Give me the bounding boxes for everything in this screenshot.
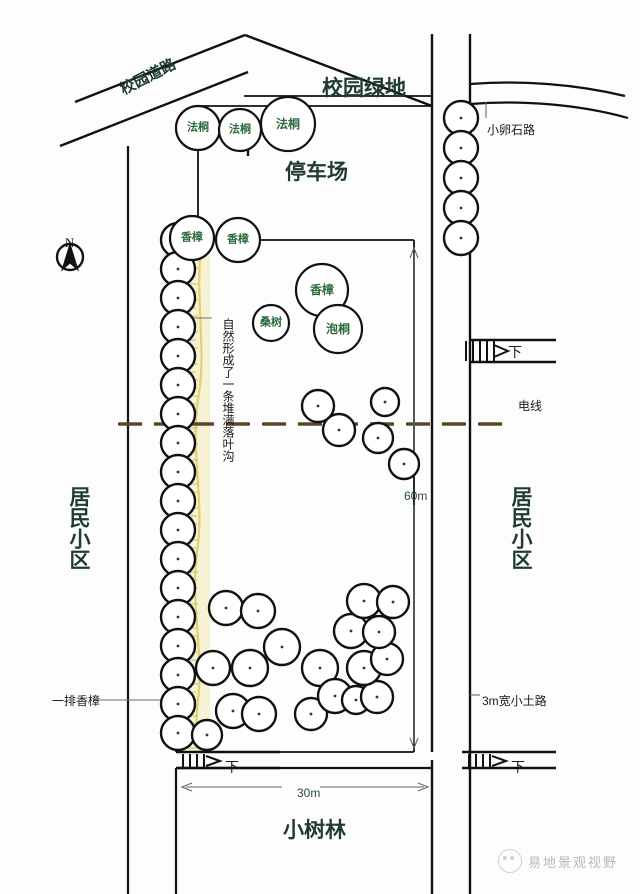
tree-center-dot — [459, 146, 463, 150]
annotation-leaf-ditch-note: 自然形成了一条堆满落叶沟 — [221, 318, 235, 462]
tree-center-dot — [176, 470, 180, 474]
site-label-small-woods: 小树林 — [283, 819, 346, 842]
tree-center-dot — [337, 428, 341, 432]
tree-center-dot — [176, 528, 180, 532]
tree-center-dot — [376, 436, 380, 440]
dimension-60m — [409, 246, 419, 750]
stair-direction-stair-bottom-left: 下 — [225, 759, 239, 775]
tree-center-dot — [211, 666, 215, 670]
stair-direction-stair-right-upper: 下 — [508, 344, 522, 360]
tree-label-platanus-1: 法桐 — [187, 121, 209, 134]
annotation-cobblestone-path: 小卵石路 — [487, 123, 536, 137]
site-label-residential-left: 居民小区 — [67, 486, 90, 570]
tree-center-dot — [176, 441, 180, 445]
tree-center-dot — [257, 712, 261, 716]
tree-center-dot — [375, 695, 379, 699]
tree-label-mulberry: 桑树 — [260, 316, 282, 329]
tree-center-dot — [176, 354, 180, 358]
tree-center-dot — [176, 325, 180, 329]
tree-center-dot — [309, 712, 313, 716]
tree-center-dot — [176, 557, 180, 561]
labeled-tree-canopy-layer — [168, 95, 364, 355]
tree-center-dot — [354, 698, 358, 702]
tree-center-dot — [349, 629, 353, 633]
tree-label-camphor-b: 香樟 — [227, 233, 249, 246]
stair-direction-stair-bottom-right: 下 — [511, 759, 525, 775]
tree-center-dot — [459, 236, 463, 240]
tree-center-dot — [176, 586, 180, 590]
watermark-text: 易地景观视野 — [528, 854, 619, 870]
tree-center-dot — [176, 383, 180, 387]
tree-center-dot — [176, 673, 180, 677]
tree-center-dot — [231, 709, 235, 713]
tree-center-dot — [205, 733, 209, 737]
tree-center-dot — [280, 645, 284, 649]
tree-center-dot — [176, 702, 180, 706]
tree-canopy-labeled — [259, 95, 317, 153]
compass-north-label: N — [65, 235, 75, 250]
stairs-bottom-left — [176, 750, 280, 770]
tree-label-camphor-c: 香樟 — [309, 283, 335, 297]
tree-label-paulownia: 泡桐 — [325, 322, 351, 336]
tree-center-dot — [402, 462, 406, 466]
watermark-logo-icon — [498, 849, 522, 873]
tree-center-dot — [176, 499, 180, 503]
cobblestone-path-curves — [469, 81, 629, 120]
tree-center-dot — [176, 615, 180, 619]
tree-center-dot — [459, 176, 463, 180]
tree-center-dot — [318, 666, 322, 670]
watermark: 易地景观视野 — [498, 849, 618, 873]
tree-label-camphor-a: 香樟 — [181, 231, 203, 244]
tree-center-dot — [248, 666, 252, 670]
tree-center-dot-layer — [176, 116, 463, 737]
dimension-30m — [180, 782, 430, 792]
annotation-dirt-path: 3m宽小土路 — [482, 694, 547, 708]
tree-center-dot — [176, 296, 180, 300]
north-compass-icon — [55, 242, 85, 272]
tree-center-dot — [383, 400, 387, 404]
tree-canopy-labeled — [312, 303, 364, 355]
site-label-residential-right: 居民小区 — [509, 486, 532, 570]
tree-center-dot — [176, 644, 180, 648]
tree-center-dot — [176, 412, 180, 416]
site-label-campus-green: 校园绿地 — [322, 77, 406, 100]
dimension-dim-60m: 60m — [404, 489, 428, 503]
tree-center-dot — [176, 267, 180, 271]
tree-canopy-labeled — [214, 216, 262, 264]
tree-center-dot — [362, 599, 366, 603]
tree-canopy-labeled — [168, 214, 216, 262]
dimension-dim-30m: 30m — [297, 786, 321, 800]
annotation-camphor-row: 一排香樟 — [52, 694, 101, 708]
tree-center-dot — [316, 404, 320, 408]
tree-label-platanus-3: 法桐 — [275, 117, 301, 131]
tree-center-dot — [459, 116, 463, 120]
site-label-parking-lot: 停车场 — [285, 161, 348, 184]
tree-center-dot — [256, 609, 260, 613]
stairs-bottom-right — [462, 750, 556, 770]
tree-center-dot — [176, 731, 180, 735]
stairs-right-upper — [465, 338, 556, 364]
tree-center-dot — [224, 606, 228, 610]
annotation-power-line: 电线 — [518, 399, 543, 413]
tree-canopy-labeled — [251, 303, 291, 343]
tree-center-dot — [391, 600, 395, 604]
tree-center-dot — [385, 657, 389, 661]
tree-center-dot — [362, 666, 366, 670]
tree-center-dot — [377, 630, 381, 634]
tree-center-dot — [333, 694, 337, 698]
tree-center-dot — [459, 206, 463, 210]
tree-label-platanus-2: 法桐 — [229, 123, 251, 136]
